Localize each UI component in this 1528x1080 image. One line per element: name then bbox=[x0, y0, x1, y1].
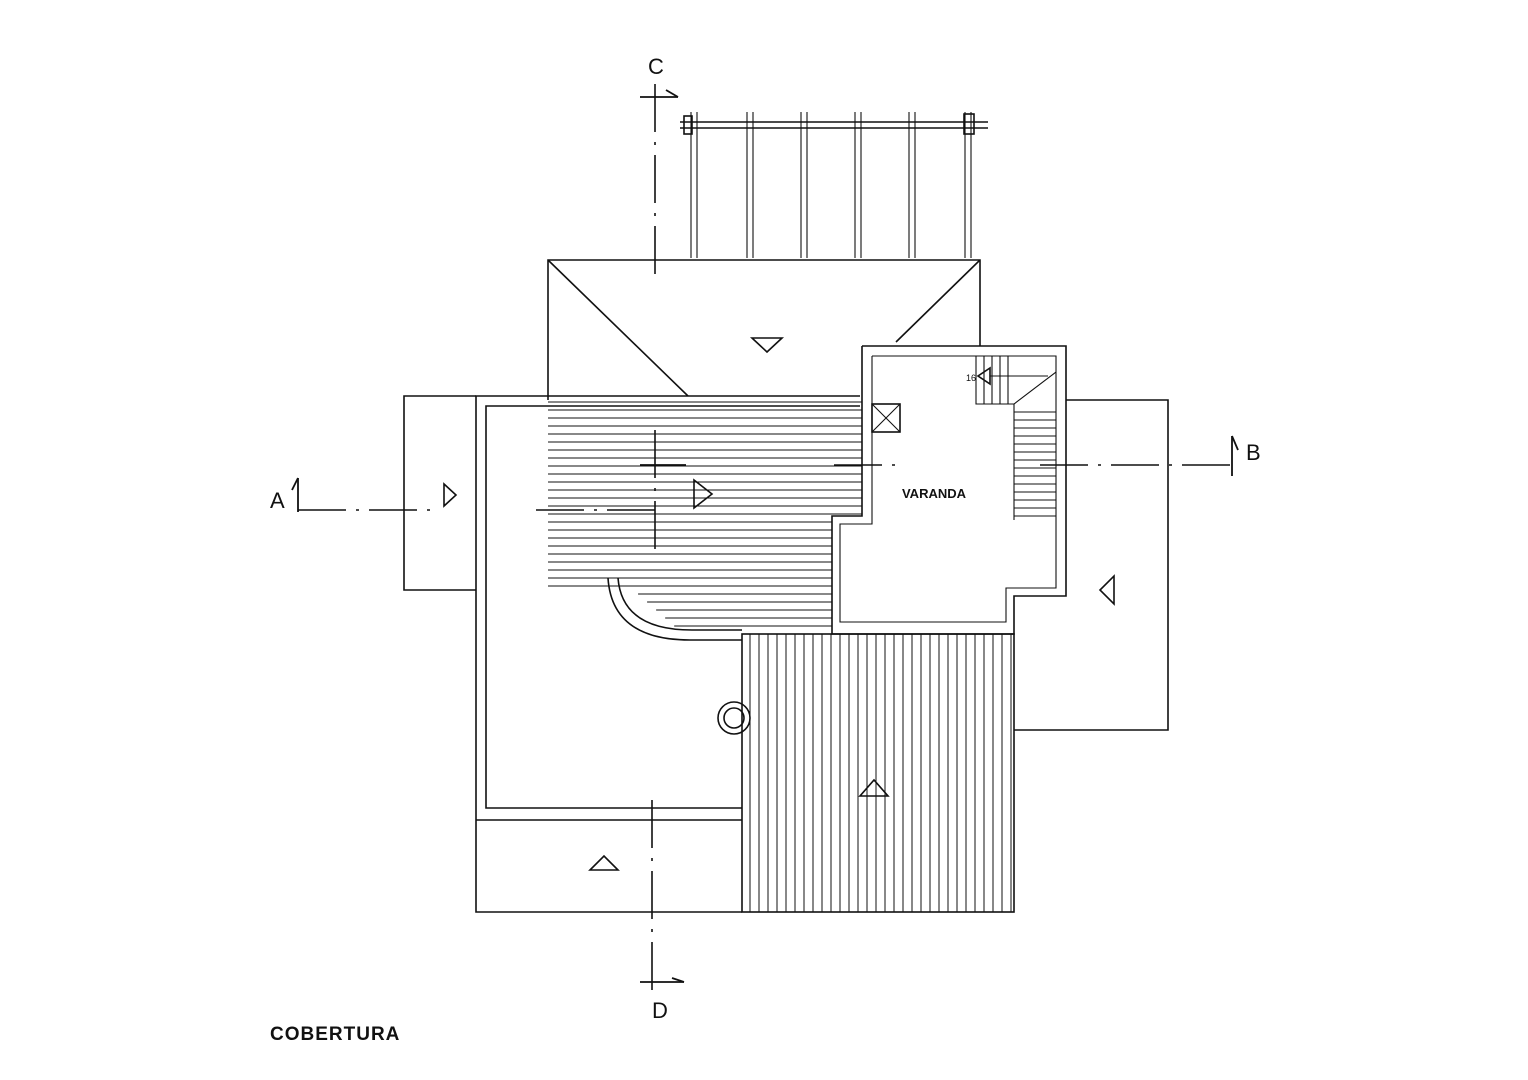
section-line-c: C bbox=[640, 54, 686, 552]
slope-arrow-down bbox=[749, 337, 785, 354]
pergola bbox=[680, 112, 988, 258]
section-label-a: A bbox=[270, 488, 285, 513]
slope-arrow-up bbox=[588, 854, 620, 871]
slope-arrow-right bbox=[443, 482, 458, 508]
slope-arrow-up-terrace bbox=[858, 778, 890, 797]
section-line-d: D bbox=[640, 800, 685, 1023]
terrace-horizontal-hatch bbox=[548, 401, 862, 641]
roof-main-outline bbox=[475, 395, 860, 913]
drawing-title: COBERTURA bbox=[270, 1024, 400, 1045]
section-label-c: C bbox=[648, 54, 664, 79]
varanda-room: VARANDA bbox=[831, 345, 1067, 635]
slope-arrow-right-terrace bbox=[693, 478, 714, 510]
stair-step-count: 16 bbox=[966, 373, 976, 383]
room-label: VARANDA bbox=[902, 486, 967, 501]
stair: 16 bbox=[966, 356, 1057, 520]
terrace-vertical-hatch bbox=[741, 633, 1015, 913]
section-label-b: B bbox=[1246, 440, 1261, 465]
roof-top-hip bbox=[547, 259, 981, 400]
slope-arrow-left bbox=[1098, 574, 1115, 606]
section-line-a: A bbox=[270, 477, 660, 513]
chimney bbox=[717, 701, 751, 735]
roof-right-wing bbox=[1014, 399, 1169, 731]
roof-left-wing bbox=[403, 395, 476, 591]
section-label-d: D bbox=[652, 998, 668, 1023]
section-line-b: B bbox=[834, 435, 1261, 476]
